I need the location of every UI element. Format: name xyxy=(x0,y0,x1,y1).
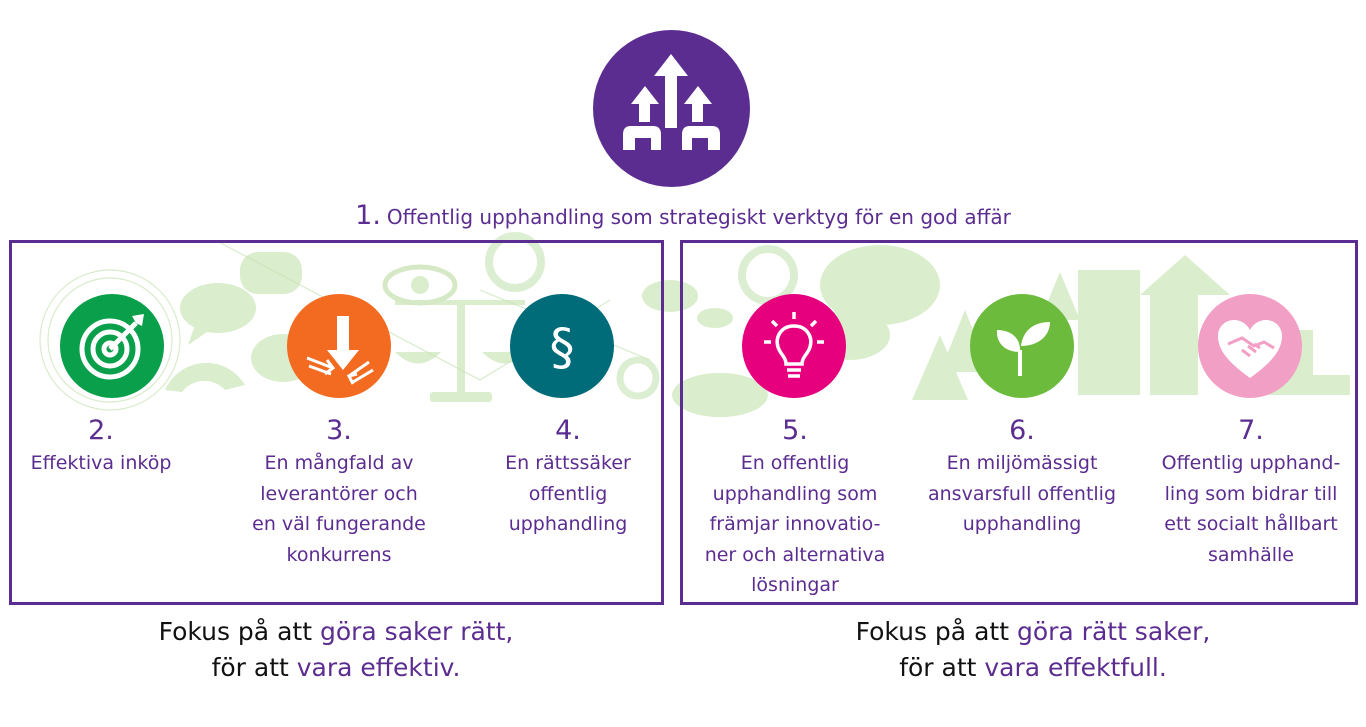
focus-right-highlight-1: göra rätt saker, xyxy=(1016,617,1211,646)
item-2-circle xyxy=(60,294,164,398)
focus-left-part-2: för att xyxy=(211,653,297,682)
focus-left-highlight-2: vara effektiv. xyxy=(296,653,461,682)
item-7-number: 7. xyxy=(1238,415,1264,446)
item-5-text: En offentlig upphandling som främjar inn… xyxy=(685,448,905,601)
item-6-line-1: En miljömässigt xyxy=(946,452,1098,474)
item-5-line-5: lösningar xyxy=(751,574,839,596)
item-6-line-3: upphandling xyxy=(962,513,1082,535)
item-4-text: En rättssäker offentlig upphandling xyxy=(458,448,678,540)
item-5-line-1: En offentlig xyxy=(740,452,850,474)
focus-right-line-2: för att vara effektfull. xyxy=(733,650,1333,686)
item-2-number: 2. xyxy=(88,415,114,446)
effectiveness-group-frame xyxy=(680,240,1358,605)
paragraph-icon: § xyxy=(550,318,575,376)
heading-text: Offentlig upphandling som strategiskt ve… xyxy=(386,205,1011,229)
focus-right-part-1: Fokus på att xyxy=(855,617,1017,646)
item-4-circle: § xyxy=(510,294,614,398)
item-2-text: Effektiva inköp xyxy=(0,448,211,479)
item-4-line-2: offentlig xyxy=(528,482,608,505)
item-5-number: 5. xyxy=(782,415,808,446)
item-7-text: Offentlig upphand- ling som bidrar till … xyxy=(1141,448,1361,570)
focus-left-caption: Fokus på att göra saker rätt, för att va… xyxy=(36,614,636,686)
item-4-line-1: En rättssäker xyxy=(505,452,631,474)
target-icon xyxy=(79,314,144,380)
item-3-circle xyxy=(287,294,391,398)
handshake-heart-icon xyxy=(1218,320,1282,378)
focus-right-caption: Fokus på att göra rätt saker, för att va… xyxy=(733,614,1333,686)
focus-left-line-2: för att vara effektiv. xyxy=(36,650,636,686)
item-7-circle xyxy=(1198,294,1302,398)
item-6-text: En miljömässigt ansvarsfull offentlig up… xyxy=(912,448,1132,540)
item-4-line-3: upphandling xyxy=(508,513,628,535)
arrows-up-icon xyxy=(623,54,720,150)
efficiency-group-frame xyxy=(9,240,664,605)
svg-text:§: § xyxy=(550,318,575,376)
item-3-line-2: leverantörer och xyxy=(260,482,418,505)
item-3-text: En mångfald av leverantörer och en väl f… xyxy=(229,448,449,570)
item-5-circle xyxy=(742,294,846,398)
item-6-number: 6. xyxy=(1009,415,1035,446)
focus-right-line-1: Fokus på att göra rätt saker, xyxy=(733,614,1333,650)
item-2-line-1: Effektiva inköp xyxy=(30,452,172,474)
item-6-line-2: ansvarsfull offentlig xyxy=(927,482,1117,505)
item-5-line-2: upphandling som xyxy=(712,482,878,505)
plant-icon xyxy=(996,322,1050,376)
item-5-line-4: ner och alternativa xyxy=(704,543,886,566)
strategic-circle xyxy=(593,30,750,187)
item-3-line-3: en väl fungerande xyxy=(252,513,426,535)
item-3-line-4: konkurrens xyxy=(286,543,392,566)
converging-arrows-icon xyxy=(306,316,374,385)
focus-right-part-2: för att xyxy=(899,653,985,682)
item-7-line-3: ett socialt hållbart xyxy=(1164,513,1338,535)
focus-left-highlight-1: göra saker rätt, xyxy=(319,617,514,646)
item-3-number: 3. xyxy=(326,415,352,446)
item-7-line-2: ling som bidrar till xyxy=(1164,482,1338,505)
focus-left-line-1: Fokus på att göra saker rätt, xyxy=(36,614,636,650)
lightbulb-icon xyxy=(764,312,824,378)
item-7-line-1: Offentlig upphand- xyxy=(1161,452,1341,474)
main-heading: 1.Offentlig upphandling som strategiskt … xyxy=(0,200,1366,231)
item-4-number: 4. xyxy=(555,415,581,446)
item-6-circle xyxy=(970,294,1074,398)
item-5-line-3: främjar innovatio- xyxy=(709,513,881,535)
focus-left-part-1: Fokus på att xyxy=(158,617,320,646)
heading-number: 1. xyxy=(355,200,381,231)
item-3-line-1: En mångfald av xyxy=(264,452,414,474)
focus-right-highlight-2: vara effektfull. xyxy=(984,653,1167,682)
item-7-line-4: samhälle xyxy=(1208,543,1294,566)
